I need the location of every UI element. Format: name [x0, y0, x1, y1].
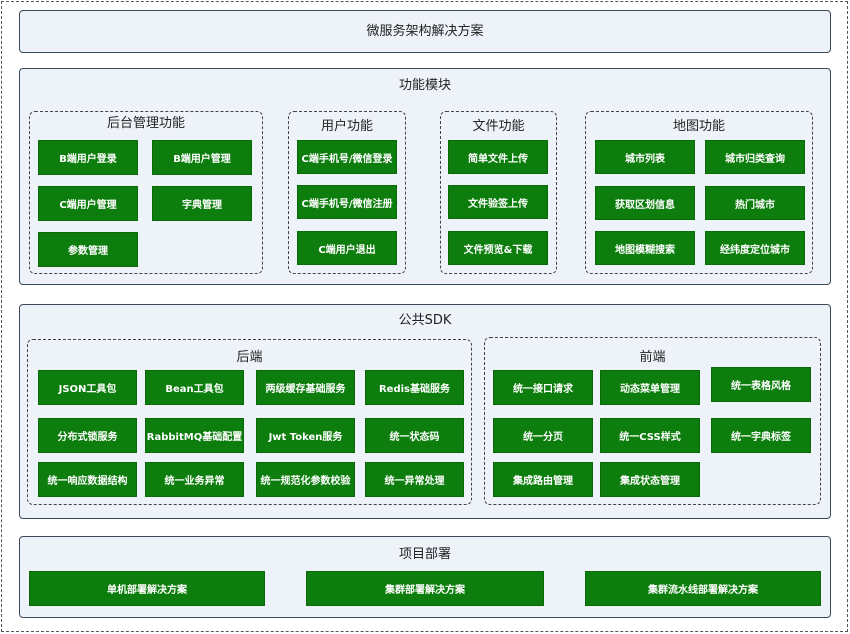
module-backend-5: RabbitMQ基础配置: [145, 418, 244, 453]
group-user-title: 用户功能: [320, 119, 373, 134]
module-backend-3: Redis基础服务: [365, 370, 464, 405]
top-banner: 微服务架构解决方案: [19, 10, 831, 53]
module-admin-0: B端用户登录: [38, 140, 138, 175]
module-map-2: 获取区划信息: [595, 186, 695, 220]
group-map-title: 地图功能: [672, 119, 725, 134]
module-backend-1: Bean工具包: [145, 370, 244, 405]
module-backend-8: 统一响应数据结构: [38, 462, 137, 497]
module-frontend-6: 集成路由管理: [493, 462, 593, 497]
module-admin-1: B端用户管理: [152, 140, 252, 175]
module-map-0: 城市列表: [595, 140, 695, 174]
function-modules-title: 功能模块: [398, 78, 451, 93]
module-frontend-7: 集成状态管理: [600, 462, 700, 497]
group-backend: [27, 339, 472, 505]
group-frontend: [484, 337, 821, 505]
module-frontend-5: 统一字典标签: [711, 418, 811, 453]
module-file-1: 文件验签上传: [448, 185, 548, 219]
module-deploy-2: 集群流水线部署解决方案: [585, 571, 821, 606]
module-frontend-0: 统一接口请求: [493, 370, 593, 405]
module-frontend-2: 统一表格风格: [711, 367, 811, 402]
deployment-title: 项目部署: [398, 547, 451, 562]
group-file-title: 文件功能: [472, 119, 525, 134]
module-map-3: 热门城市: [705, 186, 805, 220]
module-frontend-1: 动态菜单管理: [600, 370, 700, 405]
module-frontend-4: 统一CSS样式: [600, 418, 700, 453]
module-admin-4: 参数管理: [38, 232, 138, 267]
group-admin: [29, 111, 263, 274]
group-frontend-title: 前端: [639, 350, 666, 365]
group-file: [440, 111, 557, 274]
module-backend-10: 统一规范化参数校验: [256, 462, 355, 497]
module-user-2: C端用户退出: [297, 231, 397, 265]
module-backend-7: 统一状态码: [365, 418, 464, 453]
top-title: 微服务架构解决方案: [366, 24, 484, 39]
public-sdk-title: 公共SDK: [398, 313, 452, 328]
module-user-0: C端手机号/微信登录: [297, 140, 397, 174]
group-backend-title: 后端: [236, 350, 263, 365]
module-backend-0: JSON工具包: [38, 370, 137, 405]
module-file-2: 文件预览&下载: [448, 231, 548, 265]
module-user-1: C端手机号/微信注册: [297, 185, 397, 219]
group-user: [288, 111, 406, 274]
module-deploy-1: 集群部署解决方案: [306, 571, 544, 606]
module-backend-9: 统一业务异常: [145, 462, 244, 497]
module-backend-6: Jwt Token服务: [256, 418, 355, 453]
function-modules-panel: 功能模块: [19, 68, 831, 285]
module-map-5: 经纬度定位城市: [705, 231, 805, 265]
module-backend-4: 分布式锁服务: [38, 418, 137, 453]
module-file-0: 简单文件上传: [448, 140, 548, 174]
module-admin-3: 字典管理: [152, 186, 252, 221]
group-map: [585, 111, 813, 274]
module-deploy-0: 单机部署解决方案: [29, 571, 265, 606]
module-map-1: 城市归类查询: [705, 140, 805, 174]
group-admin-title: 后台管理功能: [106, 116, 185, 131]
module-admin-2: C端用户管理: [38, 186, 138, 221]
module-map-4: 地图模糊搜索: [595, 231, 695, 265]
module-backend-11: 统一异常处理: [365, 462, 464, 497]
module-frontend-3: 统一分页: [493, 418, 593, 453]
module-backend-2: 两级缓存基础服务: [256, 370, 355, 405]
